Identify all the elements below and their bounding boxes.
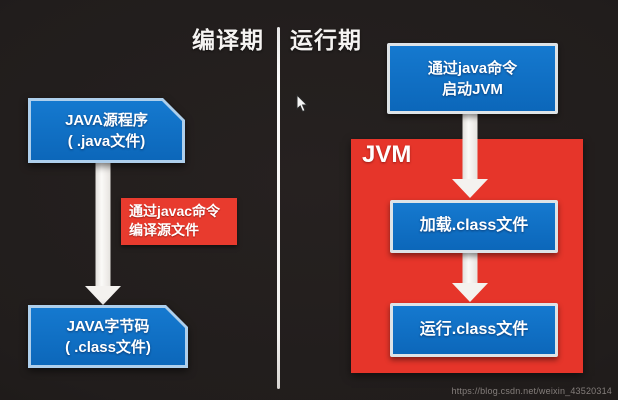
arrow-head-icon	[452, 283, 488, 302]
node-label-line1: JAVA字节码	[66, 317, 150, 335]
node-label-line2: ( .class文件)	[65, 338, 151, 356]
mouse-cursor-icon	[296, 94, 309, 113]
node-label-line1: 通过java命令	[427, 59, 518, 77]
label-line1: 通过javac命令	[129, 203, 221, 219]
node-label-line2: 启动JVM	[442, 80, 503, 98]
javac-step-label: 通过javac命令 编译源文件	[121, 198, 237, 245]
phase-divider-line	[277, 27, 280, 389]
arrow-head-icon	[452, 179, 488, 198]
jvm-container-label: JVM	[362, 141, 412, 168]
runtime-phase-header: 运行期	[290, 27, 362, 53]
arrow-shaft	[462, 252, 478, 285]
node-label-line2: ( .java文件)	[67, 132, 146, 150]
arrow-shaft	[462, 112, 478, 181]
node-label: 加载.class文件	[419, 217, 529, 235]
node-body: JAVA字节码 ( .class文件)	[31, 308, 185, 365]
arrow-head-icon	[85, 286, 121, 305]
arrow-start-to-load	[452, 112, 488, 198]
load-class-node: 加载.class文件	[390, 200, 558, 253]
arrow-source-to-bytecode	[85, 162, 121, 305]
label-line2: 编译源文件	[129, 221, 199, 238]
node-label-line1: JAVA源程序	[65, 111, 148, 129]
start-jvm-node: 通过java命令 启动JVM	[387, 43, 558, 114]
arrow-load-to-run	[452, 252, 488, 302]
java-bytecode-node: JAVA字节码 ( .class文件)	[28, 305, 188, 368]
csdn-watermark: https://blog.csdn.net/weixin_43520314	[451, 386, 612, 396]
java-source-node: JAVA源程序 ( .java文件)	[28, 98, 185, 163]
run-class-node: 运行.class文件	[390, 303, 558, 357]
node-body: JAVA源程序 ( .java文件)	[31, 101, 182, 160]
node-label: 运行.class文件	[419, 320, 529, 338]
arrow-shaft	[95, 162, 111, 288]
compile-phase-header: 编译期	[192, 27, 264, 53]
